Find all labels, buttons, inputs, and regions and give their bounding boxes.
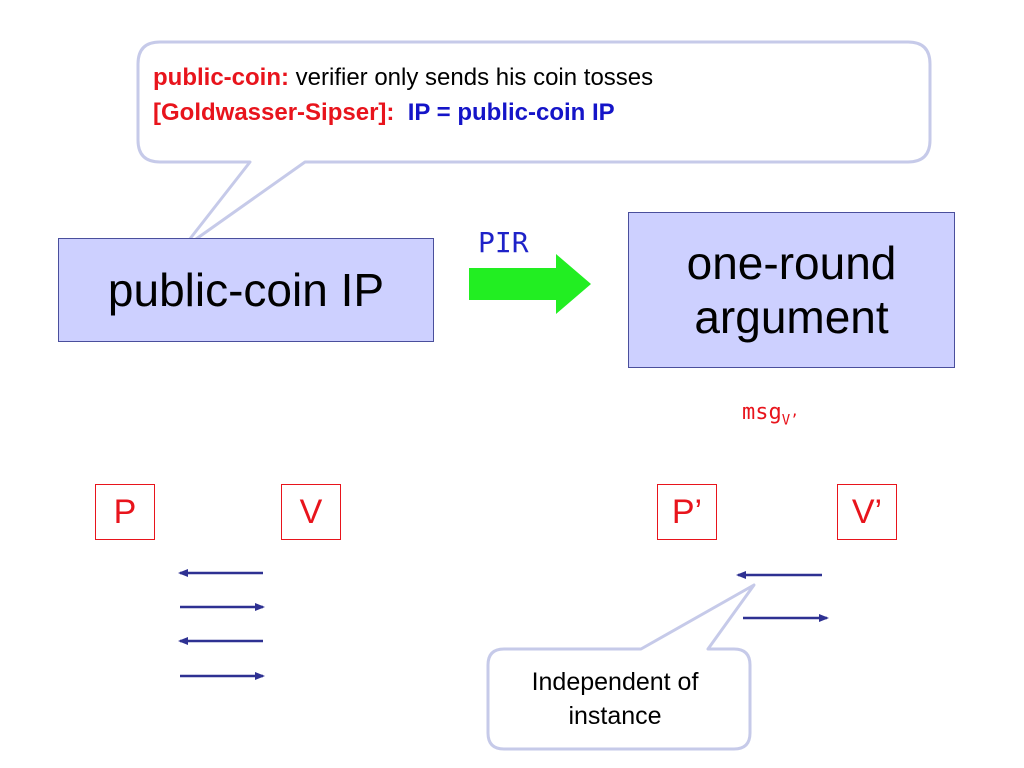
msg-subscript: V’ — [781, 412, 799, 429]
msg-base: msg — [742, 400, 782, 425]
party-v-prime: V’ — [837, 484, 897, 540]
public-coin-ip-label: public-coin IP — [107, 264, 385, 316]
goldwasser-sipser-reference: [Goldwasser-Sipser]: — [153, 99, 395, 126]
msg-v-prime-label: msgV’ — [742, 400, 799, 428]
public-coin-definition: verifier only sends his coin tosses — [288, 64, 654, 91]
ip-equation: IP = public-coin IP — [407, 99, 615, 126]
callout-text: public-coin: verifier only sends his coi… — [153, 60, 913, 130]
callout-bubble — [136, 40, 932, 251]
note-bubble — [486, 583, 756, 751]
note-text: Independent of instance — [490, 665, 740, 733]
note-line-2: instance — [568, 702, 662, 730]
callout-line-1: public-coin: verifier only sends his coi… — [153, 60, 913, 95]
callout-line-2: [Goldwasser-Sipser]: IP = public-coin IP — [153, 95, 913, 130]
argument-label-line-2: argument — [694, 291, 889, 343]
note-line-1: Independent of — [531, 668, 699, 696]
party-p-prime: P’ — [657, 484, 717, 540]
pir-arrow-icon — [469, 254, 591, 314]
party-p: P — [95, 484, 155, 540]
public-coin-ip-box: public-coin IP — [58, 238, 434, 342]
one-round-argument-box: one-round argument — [628, 212, 955, 368]
public-coin-term: public-coin: — [153, 64, 289, 91]
argument-label-line-1: one-round — [686, 237, 897, 289]
pir-label: PIR — [478, 226, 529, 259]
party-v: V — [281, 484, 341, 540]
